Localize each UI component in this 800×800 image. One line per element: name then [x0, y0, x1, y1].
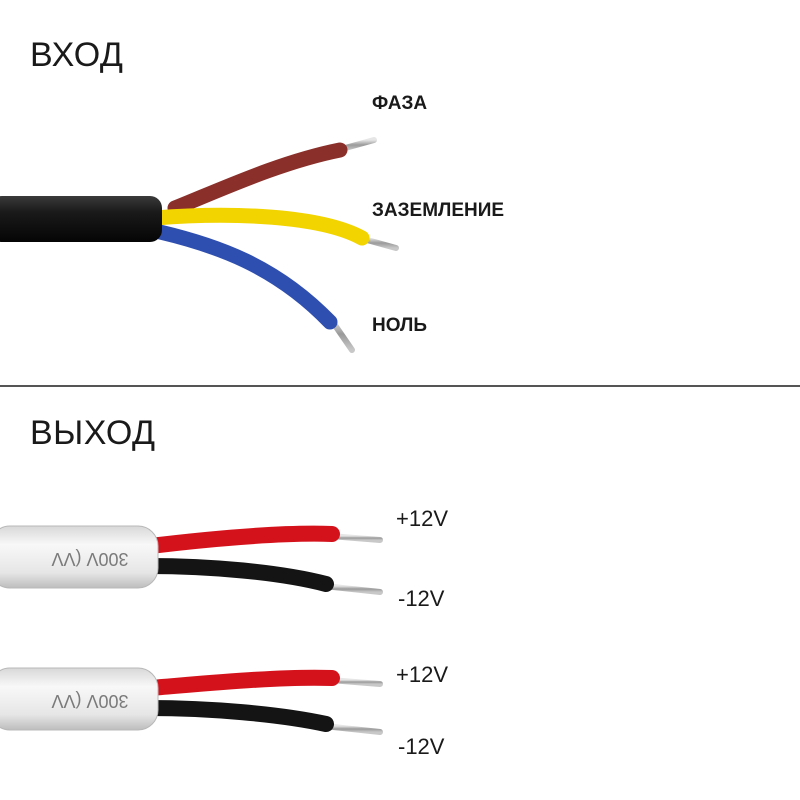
jacket-print-1: 300V (VV	[51, 549, 128, 569]
negative-label-1: -12V	[398, 586, 445, 611]
ground-label: ЗАЗЕМЛЕНИЕ	[372, 200, 505, 221]
ground-wire	[147, 207, 370, 246]
phase-label: ФАЗА	[372, 93, 428, 114]
phase-wire	[167, 142, 348, 216]
output-cable-2: 300V (VV	[0, 667, 383, 735]
jacket-print-2: 300V (VV	[51, 691, 128, 711]
input-title: ВХОД	[30, 36, 124, 74]
output-cable-2-jacket	[0, 667, 159, 731]
positive-label-2: +12V	[396, 662, 448, 687]
input-cable	[0, 137, 399, 353]
output-cable-1: 300V (VV	[0, 525, 383, 595]
neutral-wire	[152, 224, 338, 330]
output-cable-1-jacket	[0, 525, 159, 589]
negative-wire-1	[140, 558, 334, 592]
positive-wire-2	[142, 669, 340, 696]
output-title: ВЫХОД	[30, 414, 156, 452]
positive-wire-1	[142, 525, 340, 554]
input-cable-jacket	[0, 196, 162, 242]
neutral-label: НОЛЬ	[372, 315, 428, 336]
negative-wire-2	[140, 700, 334, 732]
positive-label-1: +12V	[396, 506, 448, 531]
negative-label-2: -12V	[398, 734, 445, 759]
